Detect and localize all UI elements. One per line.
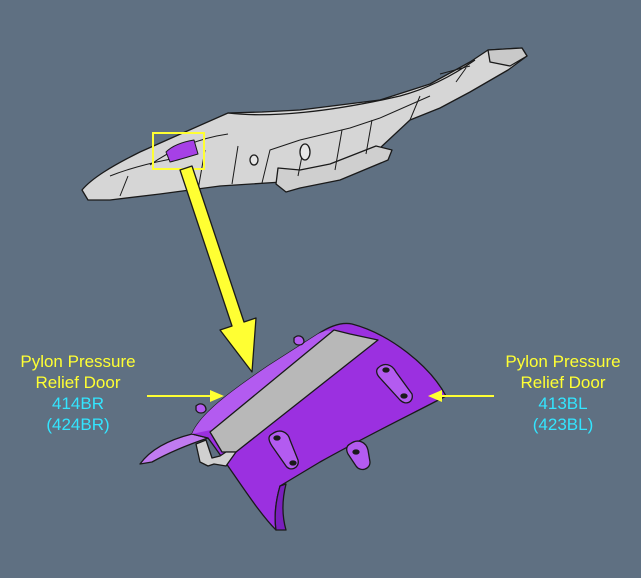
pylon-door-highlight (165, 139, 199, 163)
callout-right-title-line2: Relief Door (520, 373, 606, 392)
callout-left: Pylon Pressure Relief Door 414BR (424BR) (3, 351, 153, 435)
location-box (152, 132, 205, 170)
callout-left-title-line2: Relief Door (35, 373, 121, 392)
aircraft-pylon-icon (81, 47, 528, 201)
door-hinge-lugs (195, 439, 237, 467)
upper-ridge (227, 59, 476, 116)
pressure-relief-door-icon (139, 322, 447, 531)
pylon-fairing (275, 145, 393, 193)
access-hole-2 (299, 143, 311, 161)
callout-right: Pylon Pressure Relief Door 413BL (423BL) (488, 351, 638, 435)
nozzle-tip (487, 47, 528, 67)
door-latches (195, 335, 413, 471)
door-front-face (192, 330, 336, 434)
access-hole-1 (249, 154, 259, 166)
door-trailing-edge (274, 483, 287, 531)
door-center-strip (209, 329, 379, 453)
callout-left-code-secondary: (424BR) (46, 415, 110, 434)
callout-left-code-primary: 414BR (52, 394, 104, 413)
callout-left-title-line1: Pylon Pressure (20, 352, 136, 371)
callout-right-title-line1: Pylon Pressure (505, 352, 621, 371)
callout-arrow-right (428, 390, 494, 402)
yellow-pointer-arrow-icon (179, 165, 257, 373)
callout-right-code-primary: 413BL (538, 394, 588, 413)
callout-right-code-secondary: (423BL) (532, 415, 594, 434)
callout-arrow-left (147, 390, 224, 402)
